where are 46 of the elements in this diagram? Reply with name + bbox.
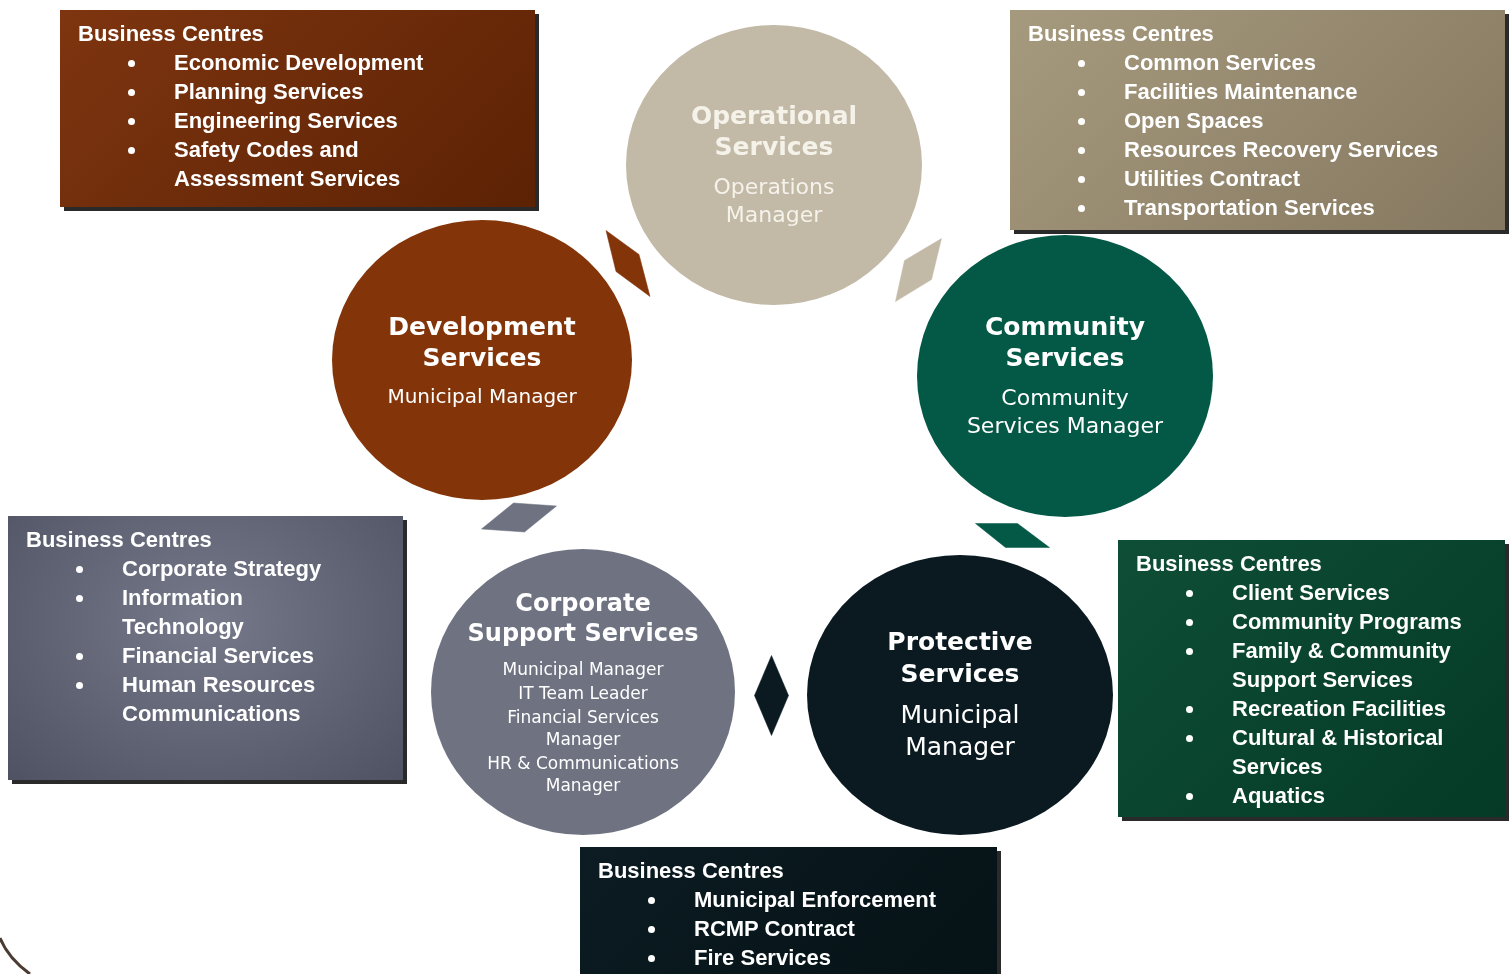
box-heading: Business Centres [1028, 20, 1214, 48]
circle-title: Development Services [387, 310, 577, 374]
role-text: Financial Services Manager [506, 705, 660, 751]
cycle-diamond [975, 523, 1050, 548]
list-item: Aquatics [1232, 782, 1325, 810]
role-text: Municipal Manager [899, 698, 1021, 764]
role-text: Municipal Manager [502, 657, 664, 680]
circle-title: Protective Services [886, 626, 1034, 689]
list-item: Municipal Enforcement [694, 886, 937, 914]
list-item: Resources Recovery Services [1124, 136, 1439, 164]
list-item: Safety Codes and Assessment Services [174, 136, 402, 193]
list-item: Planning Services [174, 78, 364, 106]
list-item: Utilities Contract [1124, 165, 1301, 193]
list-item: Family & Community Support Services [1232, 637, 1452, 694]
role-text: IT Team Leader [518, 681, 648, 704]
role-text: HR & Communications Manager [486, 752, 680, 797]
cycle-diamond [754, 655, 789, 736]
list-item: Transportation Services [1124, 194, 1375, 222]
list-item: Corporate Strategy [122, 555, 322, 583]
list-item: Engineering Services [174, 107, 398, 135]
list-item: Facilities Maintenance [1124, 78, 1358, 106]
box-heading: Business Centres [598, 857, 784, 885]
list-item: Common Services [1124, 49, 1316, 77]
list-item: Community Programs [1232, 608, 1462, 636]
circle-title: Operational Services [689, 100, 859, 163]
list-item: Information Technology [122, 584, 245, 641]
list-item: Recreation Facilities [1232, 695, 1446, 723]
list-item: Client Services [1232, 579, 1390, 607]
role-text: Municipal Manager [387, 383, 577, 410]
cycle-diamond [895, 238, 942, 302]
role-text: Community Services Manager [965, 383, 1165, 441]
cycle-diamond [481, 502, 557, 533]
cycle-diamond [605, 230, 651, 297]
list-item: RCMP Contract [694, 915, 855, 943]
box-heading: Business Centres [1136, 550, 1322, 578]
list-item: Open Spaces [1124, 107, 1264, 135]
list-item: Human Resources Communications [122, 671, 317, 728]
role-text: Operations Manager [712, 172, 836, 230]
box-heading: Business Centres [78, 20, 264, 48]
list-item: Cultural & Historical Services [1232, 724, 1445, 781]
list-item: Economic Development [174, 49, 424, 77]
list-item: Fire Services [694, 944, 831, 972]
circle-title: Corporate Support Services [466, 587, 700, 648]
list-item: Financial Services [122, 642, 314, 670]
box-heading: Business Centres [26, 526, 212, 554]
circle-title: Community Services [983, 311, 1146, 374]
